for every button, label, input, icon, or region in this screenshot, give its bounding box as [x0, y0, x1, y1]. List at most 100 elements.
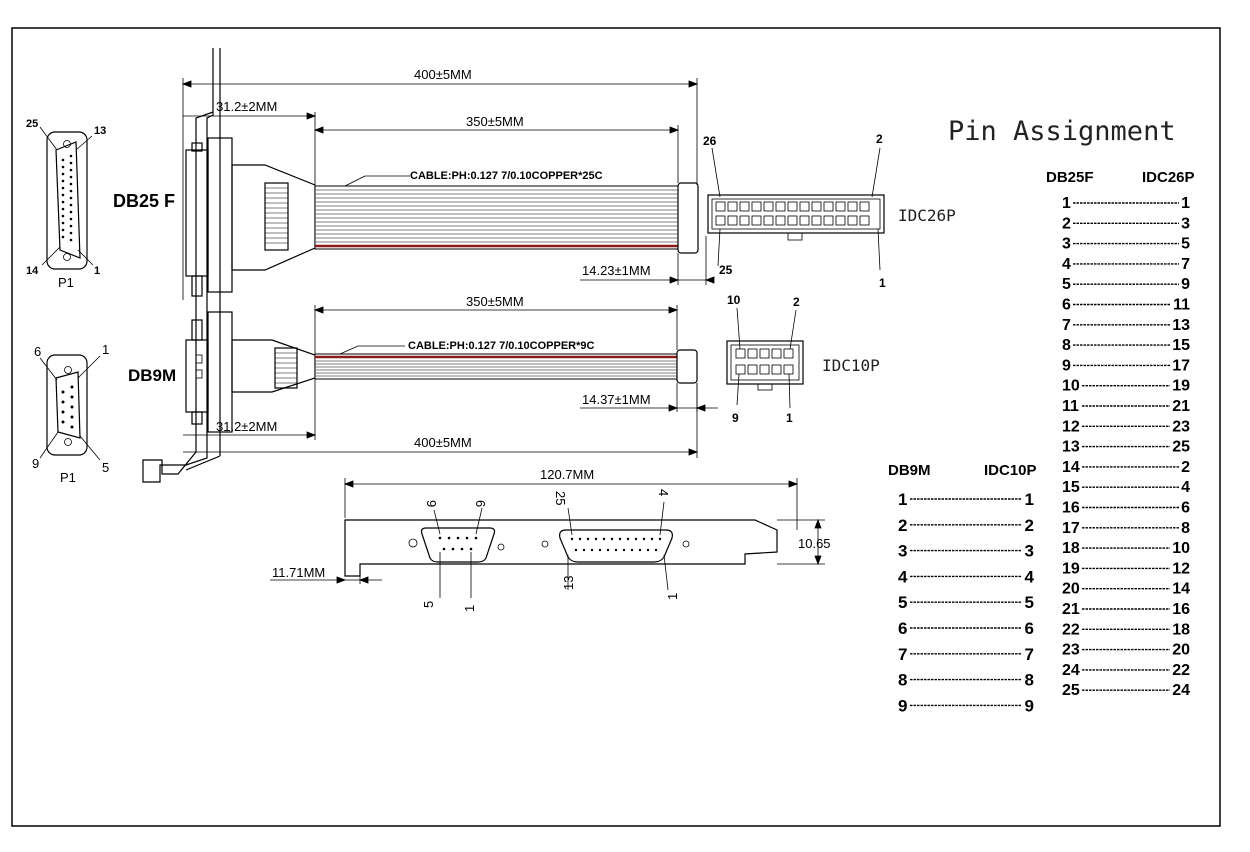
db25-table-row: 16 6 — [1062, 500, 1190, 517]
db9-table-pin-right: 8 — [1025, 671, 1034, 690]
front-dimension-lines — [270, 478, 825, 584]
page-title: Pin Assignment — [948, 116, 1176, 147]
dimension-lines — [181, 78, 718, 458]
db25-table-pin-left: 24 — [1062, 662, 1080, 679]
db9-pin-1: 1 — [102, 342, 109, 357]
db25-table-pin-right: 12 — [1172, 560, 1190, 577]
bracket-db9-pin-6: 6 — [473, 500, 488, 507]
db25-table-pin-left: 14 — [1062, 459, 1080, 476]
db25-table-pin-left: 7 — [1062, 317, 1071, 334]
db25-table-pin-right: 23 — [1172, 418, 1190, 435]
db25-table-row: 7 13 — [1062, 317, 1190, 334]
bracket-db9-pin-9: 9 — [424, 500, 439, 507]
db25-table-pin-left: 25 — [1062, 682, 1080, 699]
db9-table-pin-right: 2 — [1025, 516, 1034, 535]
db25-table-pin-right: 13 — [1172, 317, 1190, 334]
db9-table-header-left: DB9M — [888, 462, 931, 479]
db25-table-pin-right: 15 — [1172, 337, 1190, 354]
db25-table-row: 11 21 — [1062, 398, 1190, 415]
drawing-frame — [11, 27, 1221, 827]
db25-table-pin-left: 15 — [1062, 479, 1080, 496]
dim-120-7: 120.7MM — [540, 467, 594, 482]
db25-table-pin-right: 14 — [1172, 581, 1190, 598]
db25-cable-spec: CABLE:PH:0.127 7/0.10COPPER*25C — [410, 170, 603, 182]
db25-table-pin-left: 20 — [1062, 581, 1080, 598]
idc26-pin-26: 26 — [703, 134, 717, 148]
db9-table-pin-right: 9 — [1025, 696, 1034, 715]
db25-table-pin-left: 22 — [1062, 621, 1080, 638]
db25-table-pin-left: 17 — [1062, 520, 1080, 537]
db25-table-pin-left: 18 — [1062, 540, 1080, 557]
db25-table-pin-left: 2 — [1062, 215, 1071, 232]
db9-table-pin-left: 8 — [898, 671, 907, 690]
db25-pin-1: 1 — [94, 265, 100, 277]
db25-pin-25: 25 — [26, 118, 38, 130]
db9-pin-5: 5 — [102, 460, 109, 475]
db25-table-pin-right: 2 — [1181, 459, 1190, 476]
db25-table-row: 25 24 — [1062, 682, 1190, 699]
db25-flat-cable — [314, 175, 699, 254]
db25-table-pin-right: 9 — [1181, 276, 1190, 293]
idc10-pin-2: 2 — [793, 295, 800, 309]
bracket-db9-pin-1: 1 — [462, 605, 477, 612]
db25-table-pin-right: 24 — [1172, 682, 1190, 699]
idc26-pin-25: 25 — [719, 263, 733, 277]
db25-table-pin-right: 6 — [1181, 500, 1190, 517]
bracket-db9-pin-5: 5 — [421, 601, 436, 608]
dim-400-top: 400±5MM — [414, 67, 472, 82]
db25-pin-13: 13 — [94, 125, 106, 137]
db25-table-pin-left: 13 — [1062, 439, 1080, 456]
db25-table-pin-left: 16 — [1062, 500, 1080, 517]
db25-table-row: 14 2 — [1062, 459, 1190, 476]
db9-table-pin-right: 1 — [1025, 490, 1034, 509]
db9-table-pin-left: 2 — [898, 516, 907, 535]
db25-table-pin-right: 21 — [1172, 398, 1190, 415]
bracket-db25-pin-4: 4 — [656, 489, 671, 496]
db25-face-view — [39, 126, 94, 270]
db25-table-pin-left: 3 — [1062, 236, 1071, 253]
db9-table-pin-left: 6 — [898, 619, 907, 638]
db25-table-pin-right: 1 — [1181, 195, 1190, 212]
db9-table-header-right: IDC10P — [984, 462, 1037, 479]
dim-350-top: 350±5MM — [466, 114, 524, 129]
idc10-connector — [726, 307, 804, 409]
db25-table-pin-right: 11 — [1173, 297, 1190, 314]
p1-label-db9: P1 — [60, 470, 76, 485]
db9-table-pin-left: 7 — [898, 645, 907, 664]
db25-label: DB25 F — [113, 191, 175, 211]
db9-pin-6: 6 — [34, 344, 41, 359]
bracket-db25-pin-25: 25 — [553, 491, 568, 505]
idc10-pin-1: 1 — [786, 411, 793, 425]
db25-table-pin-right: 10 — [1172, 540, 1190, 557]
dim-11-71: 11.71MM — [272, 565, 325, 580]
db25-pin-14: 14 — [26, 265, 39, 277]
db25-table-pin-left: 11 — [1062, 398, 1079, 415]
db9-table-pin-left: 3 — [898, 542, 907, 561]
db25-table-pin-left: 5 — [1062, 276, 1071, 293]
bracket-db25-pin-13: 13 — [561, 576, 576, 590]
db9-table-pin-left: 1 — [898, 490, 907, 509]
idc10-label: IDC10P — [822, 356, 880, 375]
p1-label-db25: P1 — [58, 275, 74, 290]
dim-31-top: 31.2±2MM — [216, 99, 277, 114]
idc10-pin-9: 9 — [732, 411, 739, 425]
db9-cable-spec: CABLE:PH:0.127 7/0.10COPPER*9C — [408, 340, 595, 352]
